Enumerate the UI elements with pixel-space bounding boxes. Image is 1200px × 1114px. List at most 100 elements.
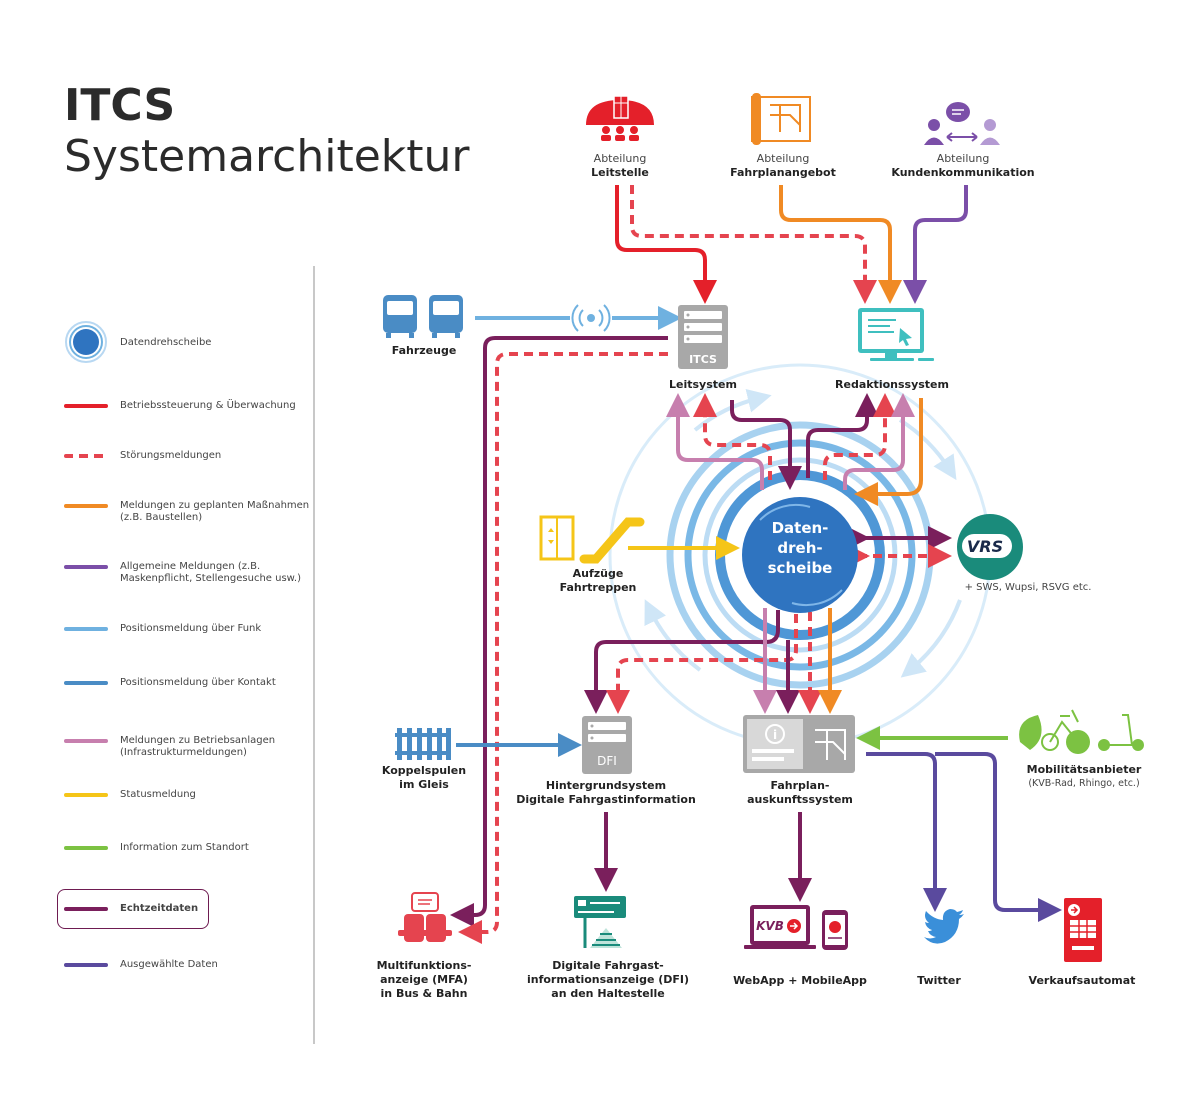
legend-highlight-box bbox=[57, 889, 209, 929]
server-icon: ITCS bbox=[678, 305, 728, 369]
koppelspulen-line2: im Gleis bbox=[399, 778, 449, 791]
legend-swatch bbox=[64, 681, 108, 685]
legend-item-purple: Allgemeine Meldungen (z.B. Maskenpflicht… bbox=[64, 561, 309, 597]
legend-label: Störungsmeldungen bbox=[120, 450, 222, 461]
node-koppelspulen[interactable]: Koppelspulen im Gleis bbox=[382, 728, 466, 791]
fahrzeuge-label: Fahrzeuge bbox=[392, 344, 457, 357]
ticket-machine-icon bbox=[1064, 898, 1102, 962]
vrs-logo-icon: VRS bbox=[962, 534, 1012, 558]
vehicle-seats-display-icon bbox=[398, 892, 452, 942]
node-twitter[interactable]: Twitter bbox=[917, 909, 964, 987]
kvb-badge: KVB bbox=[756, 919, 784, 933]
bike-scooter-icon bbox=[1019, 709, 1144, 754]
svg-text:i: i bbox=[773, 728, 777, 742]
twitter-label: Twitter bbox=[917, 974, 961, 987]
legend-swatch bbox=[64, 565, 108, 569]
dfi-anzeige-line1: Digitale Fahrgast- bbox=[552, 959, 664, 972]
legend-swatch bbox=[64, 404, 108, 408]
legend-swatch bbox=[64, 739, 108, 743]
legend-label: Allgemeine Meldungen (z.B. Maskenpflicht… bbox=[120, 561, 302, 584]
legend-label: Betriebssteuerung & Überwachung bbox=[120, 400, 296, 411]
leitstelle-line1: Abteilung bbox=[594, 152, 647, 165]
hub-icon bbox=[65, 321, 107, 363]
node-fahrzeuge[interactable]: Fahrzeuge bbox=[383, 295, 463, 357]
vrs-badge: VRS bbox=[967, 537, 1003, 556]
legend-item-hub: Datendrehscheibe bbox=[64, 320, 309, 363]
fahrplanauskunft-line1: Fahrplan- bbox=[770, 779, 829, 792]
itcs-badge: ITCS bbox=[689, 353, 717, 366]
vrs-note: + SWS, Wupsi, RSVG etc. bbox=[965, 582, 1092, 593]
legend-label: Positionsmeldung über Funk bbox=[120, 623, 262, 634]
leitsystem-label: Leitsystem bbox=[669, 378, 737, 391]
legend-swatch bbox=[64, 454, 108, 458]
twitter-bird-icon bbox=[924, 909, 964, 944]
legend-item-pink: Meldungen zu Betriebsanlagen (Infrastruk… bbox=[64, 735, 309, 761]
node-fahrplanangebot[interactable]: Abteilung Fahrplanangebot bbox=[730, 93, 836, 179]
legend-swatch bbox=[64, 907, 108, 911]
page-subtitle: Systemarchitektur bbox=[64, 131, 470, 182]
mobilitaet-line2: (KVB-Rad, Rhingo, etc.) bbox=[1028, 778, 1139, 789]
bus-icon bbox=[383, 295, 463, 338]
hub-label-3: scheibe bbox=[768, 559, 833, 577]
legend-swatch bbox=[64, 793, 108, 797]
hub-node[interactable]: Daten- dreh- scheibe bbox=[742, 497, 858, 613]
rail-track-icon bbox=[395, 728, 451, 760]
node-vrs[interactable]: VRS + SWS, Wupsi, RSVG etc. bbox=[957, 514, 1091, 593]
fahrplanauskunft-line2: auskunftssystem bbox=[747, 793, 853, 806]
legend-swatch bbox=[64, 627, 108, 631]
webapp-label: WebApp + MobileApp bbox=[733, 974, 867, 987]
dfi-server-icon: DFI bbox=[582, 716, 632, 774]
legend-divider bbox=[313, 266, 315, 1044]
legend-label: Datendrehscheibe bbox=[120, 337, 212, 348]
node-fahrplanauskunft[interactable]: i Fahrplan- auskunftssystem bbox=[743, 715, 855, 806]
legend-item-orange: Meldungen zu geplanten Maßnahmen (z.B. B… bbox=[64, 500, 309, 536]
elevator-escalator-icon bbox=[539, 515, 645, 564]
hintergrundsystem-line1: Hintergrundsystem bbox=[546, 779, 666, 792]
hub-label-1: Daten- bbox=[772, 519, 829, 537]
koppelspulen-line1: Koppelspulen bbox=[382, 764, 466, 777]
legend-swatch bbox=[64, 504, 108, 508]
aufzuege-line1: Aufzüge bbox=[573, 567, 624, 580]
leitstelle-line2: Leitstelle bbox=[591, 166, 649, 179]
computer-monitor-icon bbox=[858, 308, 934, 361]
node-redaktionssystem[interactable]: Redaktionssystem bbox=[835, 308, 949, 391]
node-leitsystem[interactable]: ITCS Leitsystem bbox=[669, 305, 737, 391]
fahrplanangebot-line1: Abteilung bbox=[757, 152, 810, 165]
node-hintergrundsystem[interactable]: DFI Hintergrundsystem Digitale Fahrgasti… bbox=[516, 716, 696, 806]
mobilitaet-line1: Mobilitätsanbieter bbox=[1027, 763, 1142, 776]
node-mfa[interactable]: Multifunktions- anzeige (MFA) in Bus & B… bbox=[377, 892, 472, 1000]
legend-label: Information zum Standort bbox=[120, 842, 249, 853]
customer-communication-icon bbox=[924, 102, 1000, 145]
kundenkommunikation-line2: Kundenkommunikation bbox=[891, 166, 1034, 179]
hintergrundsystem-line2: Digitale Fahrgastinformation bbox=[516, 793, 696, 806]
node-leitstelle[interactable]: Abteilung Leitstelle bbox=[586, 95, 654, 179]
redaktionssystem-label: Redaktionssystem bbox=[835, 378, 949, 391]
node-mobilitaet[interactable]: Mobilitätsanbieter (KVB-Rad, Rhingo, etc… bbox=[1019, 709, 1144, 789]
automat-label: Verkaufsautomat bbox=[1029, 974, 1136, 987]
station-display-icon bbox=[574, 896, 626, 948]
connections bbox=[450, 185, 1062, 944]
node-dfi-anzeige[interactable]: Digitale Fahrgast- informationsanzeige (… bbox=[527, 896, 689, 1000]
kundenkommunikation-line1: Abteilung bbox=[937, 152, 990, 165]
page-title: ITCS bbox=[64, 80, 176, 131]
node-automat[interactable]: Verkaufsautomat bbox=[1029, 898, 1136, 987]
legend-item-midblue: Positionsmeldung über Kontakt bbox=[64, 677, 309, 703]
mfa-line1: Multifunktions- bbox=[377, 959, 472, 972]
legend-label: Ausgewählte Daten bbox=[120, 959, 218, 970]
aufzuege-line2: Fahrtreppen bbox=[560, 581, 637, 594]
mfa-line2: anzeige (MFA) bbox=[380, 973, 468, 986]
legend-label: Statusmeldung bbox=[120, 789, 196, 800]
legend-label: Echtzeitdaten bbox=[120, 903, 199, 914]
node-kundenkommunikation[interactable]: Abteilung Kundenkommunikation bbox=[891, 102, 1035, 179]
laptop-phone-icon: KVB bbox=[744, 905, 848, 950]
node-webapp[interactable]: KVB WebApp + MobileApp bbox=[733, 905, 867, 987]
legend-label: Meldungen zu geplanten Maßnahmen (z.B. B… bbox=[120, 500, 310, 523]
dfi-anzeige-line2: informationsanzeige (DFI) bbox=[527, 973, 689, 986]
dfi-badge: DFI bbox=[597, 754, 617, 768]
legend-label: Positionsmeldung über Kontakt bbox=[120, 677, 276, 688]
legend-swatch bbox=[64, 846, 108, 850]
node-aufzuege[interactable]: Aufzüge Fahrtreppen bbox=[539, 515, 645, 594]
fahrplanangebot-line2: Fahrplanangebot bbox=[730, 166, 836, 179]
timetable-info-icon: i bbox=[743, 715, 855, 773]
